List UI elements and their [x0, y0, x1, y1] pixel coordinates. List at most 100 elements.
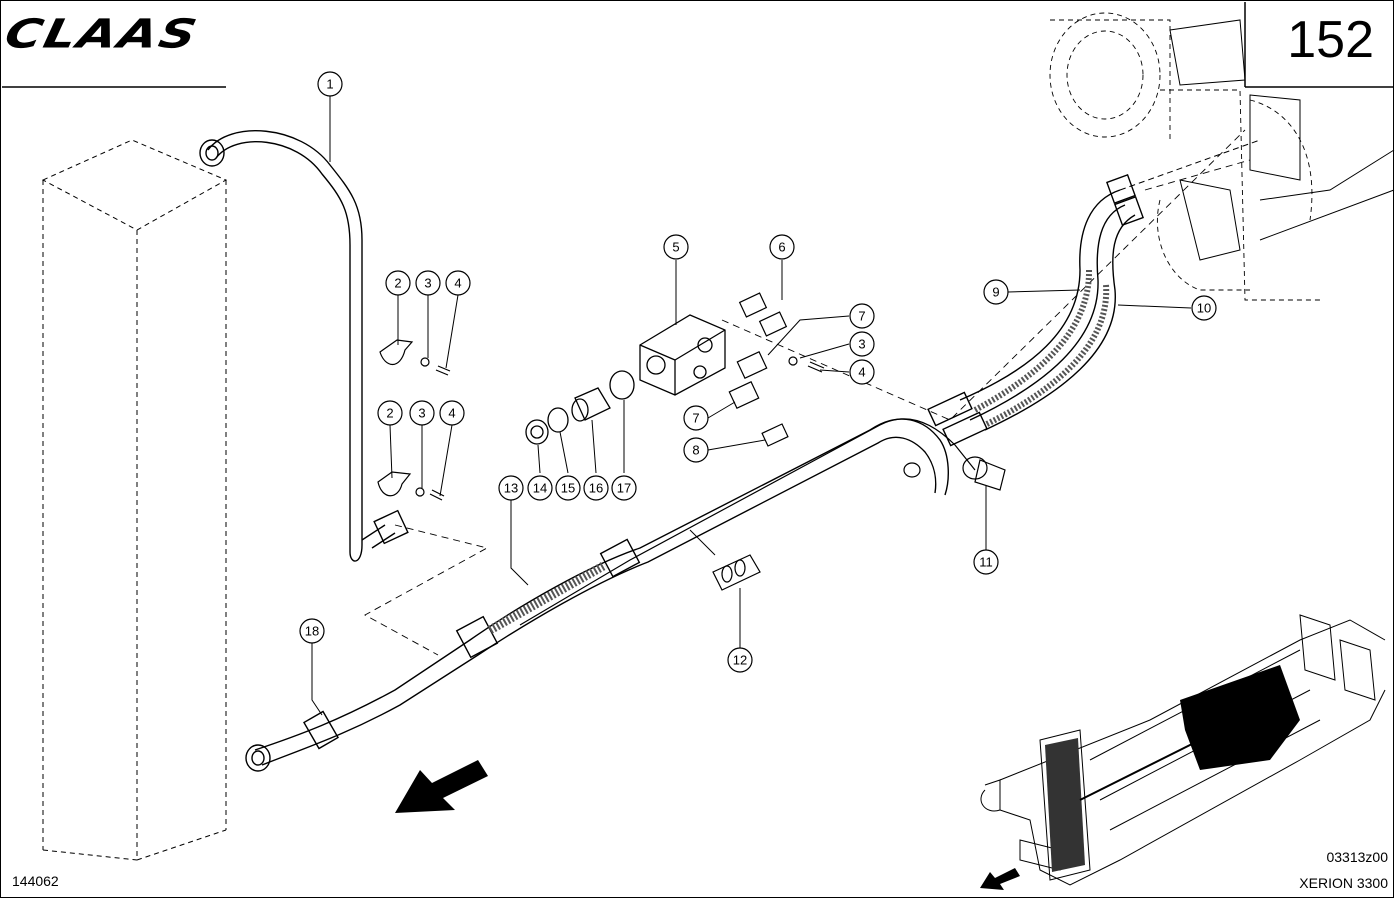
callout-label: 9 [992, 285, 999, 300]
callout-label: 1 [326, 77, 333, 92]
callout-label: 4 [454, 276, 461, 291]
callout-label: 13 [504, 481, 518, 496]
pipe-1 [199, 130, 409, 562]
callout-circle [683, 437, 709, 463]
callout-label: 17 [617, 481, 631, 496]
callout-label: 10 [1197, 301, 1211, 316]
callout-7: 7 [683, 405, 709, 431]
fittings-6-7-8 [728, 292, 825, 447]
callout-4: 4 [439, 400, 465, 426]
callout-circle [527, 475, 553, 501]
callout-2: 2 [377, 400, 403, 426]
callout-circle [299, 618, 325, 644]
model-name: XERION 3300 [1299, 875, 1388, 891]
callout-circle [683, 405, 709, 431]
callout-3: 3 [849, 331, 875, 357]
callout-label: 7 [858, 309, 865, 324]
callout-14: 14 [527, 475, 553, 501]
callout-label: 2 [394, 276, 401, 291]
callout-label: 3 [858, 337, 865, 352]
callout-circle [1191, 295, 1217, 321]
callout-circle [439, 400, 465, 426]
callout-circle [377, 400, 403, 426]
callout-9: 9 [983, 279, 1009, 305]
callout-label: 5 [672, 240, 679, 255]
callout-label: 16 [589, 481, 603, 496]
callout-circle [849, 331, 875, 357]
doc-number: 144062 [12, 873, 59, 889]
callout-17: 17 [611, 475, 637, 501]
callout-label: 3 [418, 406, 425, 421]
callout-label: 8 [692, 443, 699, 458]
callout-circle [317, 71, 343, 97]
callout-12: 12 [727, 647, 753, 673]
valve-block-5 [639, 314, 726, 396]
callout-3: 3 [415, 270, 441, 296]
callout-15: 15 [555, 475, 581, 501]
callout-label: 7 [692, 411, 699, 426]
callout-circle [415, 270, 441, 296]
clip-12 [712, 554, 761, 591]
drawing-code: 03313z00 [1326, 849, 1388, 865]
engine-detail [1119, 19, 1395, 261]
callout-4: 4 [445, 270, 471, 296]
callout-circle [663, 234, 689, 260]
callout-label: 11 [979, 555, 993, 570]
inset-direction-arrow-icon [980, 868, 1020, 890]
callout-13: 13 [498, 475, 524, 501]
callout-1: 1 [317, 71, 343, 97]
callout-circle [555, 475, 581, 501]
callout-4: 4 [849, 359, 875, 385]
callout-18: 18 [299, 618, 325, 644]
callout-label: 12 [733, 653, 747, 668]
callout-circle [973, 549, 999, 575]
callout-circle [769, 234, 795, 260]
callout-circle [849, 359, 875, 385]
callout-label: 15 [561, 481, 575, 496]
callout-3: 3 [409, 400, 435, 426]
pipe-return [519, 418, 976, 626]
callout-label: 3 [424, 276, 431, 291]
callout-circle [849, 303, 875, 329]
callout-circle [611, 475, 637, 501]
callout-circle [983, 279, 1009, 305]
callout-6: 6 [769, 234, 795, 260]
callout-label: 4 [448, 406, 455, 421]
callout-label: 4 [858, 365, 865, 380]
callout-label: 6 [778, 240, 785, 255]
callout-circle [445, 270, 471, 296]
direction-arrow-icon [395, 760, 488, 813]
guide-lines [364, 129, 1251, 656]
inset-valve-cluster [1045, 665, 1300, 872]
page-number: 152 [1287, 11, 1374, 69]
callout-label: 14 [533, 481, 547, 496]
rings-14-17 [525, 370, 635, 445]
callout-7: 7 [849, 303, 875, 329]
callout-8: 8 [683, 437, 709, 463]
callout-circle [727, 647, 753, 673]
callout-11: 11 [973, 549, 999, 575]
callout-16: 16 [583, 475, 609, 501]
inset-machine-view [980, 614, 1386, 886]
hose-hatching [973, 269, 1110, 428]
clamp-11 [903, 456, 1006, 491]
hoses-9-10 [927, 174, 1144, 447]
callout-label: 2 [386, 406, 393, 421]
callout-5: 5 [663, 234, 689, 260]
leader-lines [311, 95, 1192, 716]
callout-2: 2 [385, 270, 411, 296]
callout-label: 18 [305, 624, 319, 639]
hose-13 [487, 561, 608, 634]
callout-circle [409, 400, 435, 426]
pipe-13-18 [245, 418, 949, 772]
engine-outline [1049, 12, 1320, 301]
callout-10: 10 [1191, 295, 1217, 321]
clamps-2 [377, 339, 451, 501]
callout-circle [385, 270, 411, 296]
callout-circle [498, 475, 524, 501]
cooler-outline [41, 139, 228, 861]
callout-circle [583, 475, 609, 501]
